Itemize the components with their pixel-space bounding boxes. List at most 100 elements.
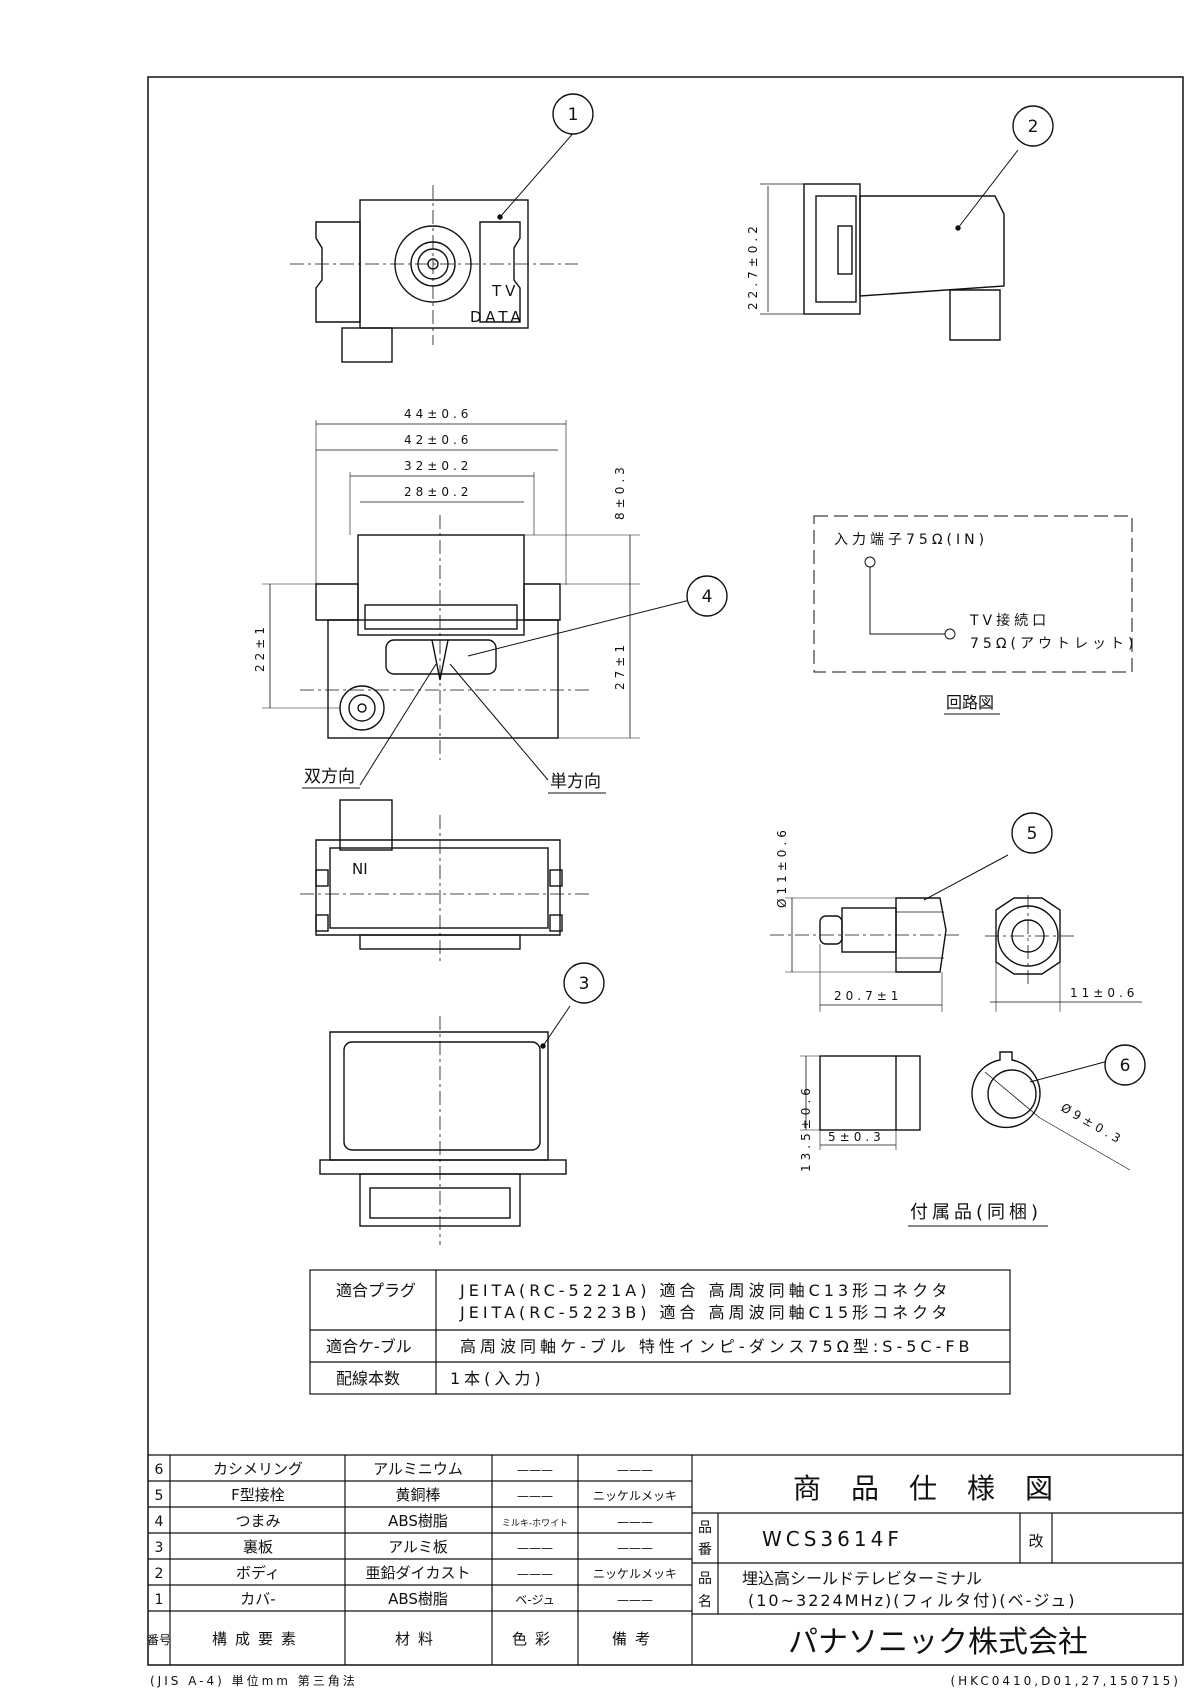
- parts-row-3: 3 裏板 アルミ板 ——— ———: [155, 1538, 653, 1556]
- callout-4: 4: [686, 575, 728, 617]
- spec-row-cable-label: 適合ケ-ブル: [326, 1337, 412, 1356]
- part-number: 1: [155, 1592, 164, 1608]
- part-remarks: ニッケルメッキ: [593, 1567, 677, 1581]
- part-number: 5: [155, 1488, 164, 1504]
- part-material: ABS樹脂: [388, 1590, 448, 1608]
- title-block-title: 商品仕様図: [793, 1472, 1083, 1505]
- dim-27: 27±1: [613, 641, 627, 690]
- part-color: ———: [517, 1463, 553, 1477]
- ni-label: NI: [352, 860, 368, 878]
- back-plate-view: [319, 1005, 571, 1245]
- fitting-diameter-dim: Ø11±0.6: [775, 826, 789, 908]
- callout-6-number: 6: [1120, 1056, 1131, 1076]
- parts-row-5: 5 F型接栓 黄銅棒 ——— ニッケルメッキ: [155, 1486, 677, 1504]
- part-remarks: ———: [617, 1463, 653, 1477]
- dim-8: 8±0.3: [613, 463, 627, 520]
- spec-row-wiring-value: 1本(入力): [450, 1369, 545, 1388]
- product-name-label-2: 名: [698, 1594, 712, 1610]
- part-component: F型接栓: [231, 1486, 285, 1504]
- circuit-diagram: [813, 515, 1133, 673]
- part-number: 6: [155, 1462, 164, 1478]
- circuit-input-label: 入力端子75Ω(IN): [834, 532, 988, 548]
- circuit-outlet-label: 75Ω(アウトレット): [970, 636, 1137, 652]
- callout-4-number: 4: [702, 587, 713, 607]
- callout-2-number: 2: [1028, 117, 1039, 137]
- dim-42: 42±0.6: [404, 433, 472, 447]
- product-number-label-1: 品: [698, 1520, 712, 1536]
- unidirectional-label: 単方向: [550, 772, 601, 792]
- product-number-label-2: 番: [698, 1542, 712, 1558]
- part-component: ボディ: [236, 1564, 280, 1582]
- callout-1: 1: [552, 93, 594, 135]
- part-component: 裏板: [243, 1538, 273, 1556]
- ring-diameter-dim: Ø9±0.3: [1059, 1100, 1127, 1147]
- parts-header-remarks: 備考: [612, 1630, 658, 1648]
- dim-32: 32±0.2: [404, 459, 472, 473]
- circuit-tv-port-label: TV接続口: [969, 612, 1050, 629]
- part-number: 2: [155, 1566, 164, 1582]
- part-color: ミルキ-ホワイト: [502, 1518, 568, 1529]
- part-component: カバ-: [240, 1590, 275, 1608]
- part-color: ベ-ジュ: [515, 1593, 555, 1607]
- bidirectional-label: 双方向: [304, 767, 355, 787]
- caulking-ring-view: [800, 1051, 1131, 1171]
- parts-header-material: 材料: [395, 1630, 441, 1648]
- ring-width-dim: 5±0.3: [828, 1130, 885, 1144]
- callout-5: 5: [1011, 812, 1053, 854]
- part-material: アルミ板: [388, 1538, 448, 1556]
- circuit-caption: 回路図: [946, 693, 994, 712]
- callout-1-number: 1: [568, 105, 579, 125]
- part-remarks: ———: [617, 1515, 653, 1529]
- dim-22: 22±1: [253, 623, 267, 672]
- part-number: 3: [155, 1540, 164, 1556]
- part-component: カシメリング: [213, 1460, 303, 1478]
- spec-row-plug-label: 適合プラグ: [336, 1281, 416, 1300]
- callout-5-number: 5: [1027, 824, 1038, 844]
- front-view: [290, 121, 584, 363]
- side-height-dim: 22.7±0.2: [746, 222, 760, 310]
- part-remarks: ニッケルメッキ: [593, 1489, 677, 1503]
- parts-header-component: 構成要素: [212, 1630, 304, 1648]
- front-tv-label: TV: [491, 282, 519, 300]
- callout-3-number: 3: [579, 974, 590, 994]
- part-material: 黄銅棒: [395, 1486, 440, 1504]
- parts-row-2: 2 ボディ 亜鉛ダイカスト ——— ニッケルメッキ: [155, 1564, 677, 1582]
- callout-3: 3: [563, 962, 605, 1004]
- product-name-line-1: 埋込高シールドテレビターミナル: [742, 1569, 982, 1588]
- footer-standard: (JIS A-4) 単位mm 第三角法: [150, 1673, 358, 1688]
- callout-6: 6: [1104, 1044, 1146, 1086]
- revision-label: 改: [1028, 1532, 1043, 1550]
- parts-header-number: 番号: [147, 1633, 171, 1647]
- sheet-border: [147, 76, 1184, 1666]
- spec-row-plug-value-1: JEITA(RC-5221A) 適合 高周波同軸C13形コネクタ: [459, 1281, 952, 1300]
- product-name-label-1: 品: [698, 1571, 712, 1587]
- part-remarks: ———: [617, 1541, 653, 1555]
- front-data-label: DATA: [470, 308, 525, 326]
- ring-height-dim: 13.5±0.6: [799, 1084, 813, 1172]
- spec-row-cable-value: 高周波同軸ケ-ブル 特性インピ-ダンス75Ω型:S-5C-FB: [460, 1337, 974, 1356]
- parts-row-1: 1 カバ- ABS樹脂 ベ-ジュ ———: [155, 1590, 653, 1608]
- part-color: ———: [517, 1567, 553, 1581]
- parts-header-row: 番号 構成要素 材料 色彩 備考: [147, 1630, 658, 1648]
- rear-view: [300, 799, 590, 965]
- parts-list-grid: [148, 1454, 1183, 1665]
- part-material: ABS樹脂: [388, 1512, 448, 1530]
- side-view: [760, 149, 1019, 341]
- part-remarks: ———: [617, 1593, 653, 1607]
- accessories-caption: 付属品(同梱): [910, 1202, 1042, 1223]
- footer-doc-code: (HKC0410,D01,27,150715): [950, 1674, 1181, 1688]
- dim-28: 28±0.2: [404, 485, 472, 499]
- company-name: パナソニック株式会社: [788, 1625, 1088, 1660]
- fitting-hex-dim: 11±0.6: [1070, 986, 1138, 1000]
- parts-row-6: 6 カシメリング アルミニウム ——— ———: [155, 1460, 653, 1478]
- part-component: つまみ: [235, 1512, 280, 1530]
- fitting-length-dim: 20.7±1: [834, 989, 902, 1003]
- part-color: ———: [517, 1541, 553, 1555]
- spec-row-plug-value-2: JEITA(RC-5223B) 適合 高周波同軸C15形コネクタ: [459, 1303, 952, 1322]
- spec-row-wiring-label: 配線本数: [336, 1369, 400, 1388]
- spec-table: [309, 1269, 1011, 1395]
- dim-44: 44±0.6: [404, 407, 472, 421]
- callout-2: 2: [1012, 105, 1054, 147]
- top-view: [262, 420, 691, 786]
